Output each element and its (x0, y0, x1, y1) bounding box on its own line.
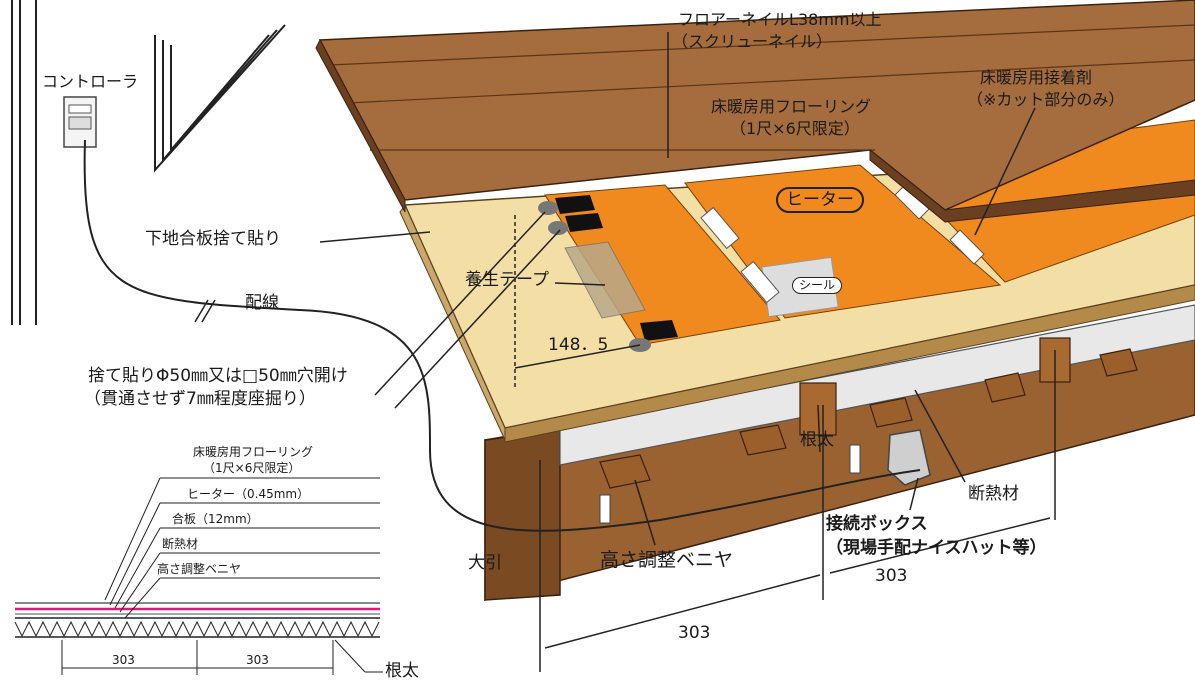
clip-brackets (599, 444, 861, 524)
dimension-303-b-label: 303 (678, 623, 711, 643)
insulation-label: 断熱材 (968, 484, 1019, 504)
adhesive-label-line1: 床暖房用接着剤 (980, 68, 1093, 87)
subfloor-label: 下地合板捨て貼り (145, 229, 281, 249)
flooring-step (869, 148, 1195, 223)
subfloor-front (504, 284, 1195, 443)
leader-lines (319, 32, 1036, 546)
heater-terminals (538, 195, 678, 352)
beam-end (484, 429, 561, 601)
section-layer1-line1: 床暖房用フローリング (193, 445, 314, 459)
flooring-board-lines (329, 24, 1195, 151)
adhesive-label-line2: （※カット部分のみ） (967, 90, 1125, 109)
dimension-lines (514, 215, 1056, 672)
flooring-edge (315, 38, 406, 213)
protective-tape (564, 241, 646, 319)
wall-lines (11, 0, 37, 325)
joist-label: 根太 (800, 430, 834, 450)
hole-label-line2: （貫通させず7㎜程度座掘り） (84, 389, 316, 409)
seal-label: シール (792, 277, 843, 294)
controller-label: コントローラ (42, 72, 139, 91)
section-layer2: ヒーター（0.45mm） (187, 487, 310, 501)
hole-label-line1: 捨て貼りΦ50㎜又は□50㎜穴開け (88, 366, 348, 386)
flooring-label-line2: （1尺×6尺限定） (730, 119, 860, 138)
beam-label: 大引 (468, 553, 502, 573)
heater-label: ヒーター (776, 187, 864, 213)
section-layer4: 断熱材 (162, 537, 199, 551)
shim-label: 高さ調整ベニヤ (600, 549, 734, 571)
section-dim-left: 303 (112, 653, 135, 667)
section-drawing (14, 477, 383, 675)
section-layer3: 合板（12mm） (172, 512, 259, 526)
wiring-path (83, 139, 921, 532)
section-dim-right: 303 (246, 653, 269, 667)
section-layer1-line2: （1尺×6尺限定） (203, 461, 301, 475)
junction-box-label-line2: （現場手配ナイスハット等） (826, 538, 1047, 558)
section-layer5: 高さ調整ベニヤ (157, 562, 242, 576)
dimension-303-a-label: 303 (875, 566, 908, 586)
controller-box (63, 96, 97, 148)
dimension-148-label: 148．5 (548, 335, 609, 355)
wiring-label: 配線 (245, 293, 279, 313)
section-joist-label: 根太 (385, 661, 419, 681)
wall-corner (154, 24, 286, 173)
protective-tape-label: 養生テープ (465, 270, 549, 290)
nail-label-line2: （スクリューネイル） (672, 32, 833, 51)
nail-label-line1: フロアーネイルL38mm以上 (678, 10, 882, 29)
flooring-label-line1: 床暖房用フローリング (711, 97, 872, 116)
insulation-strip (559, 304, 1195, 466)
junction-box-label-line1: 接続ボックス (826, 514, 928, 534)
clips (700, 184, 985, 304)
shim-blocks (599, 337, 1138, 489)
